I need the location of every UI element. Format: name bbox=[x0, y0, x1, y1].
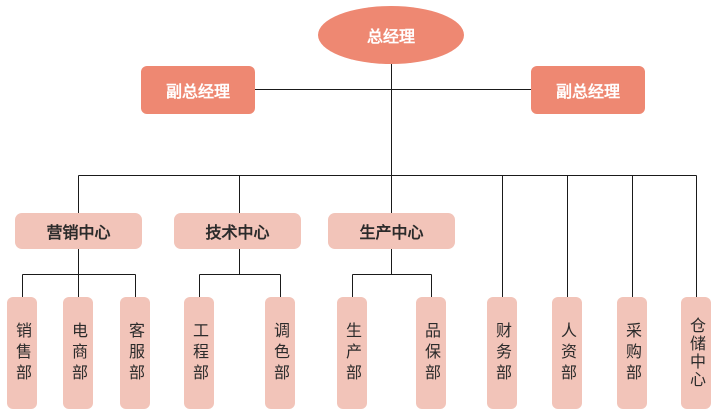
ecommerce-dept-node: 电商部 bbox=[63, 297, 93, 409]
hr-dept-node: 人资部 bbox=[552, 297, 582, 409]
technology-center-node: 技术中心 bbox=[174, 213, 301, 249]
vice-manager-right-node: 副总经理 bbox=[531, 66, 645, 114]
marketing-center-node: 营销中心 bbox=[15, 213, 142, 249]
purchasing-dept-node: 采购部 bbox=[617, 297, 647, 409]
finance-dept-node: 财务部 bbox=[487, 297, 517, 409]
general-manager-node: 总经理 bbox=[318, 6, 464, 64]
sales-dept-node: 销售部 bbox=[7, 297, 37, 409]
customer-service-dept-node: 客服部 bbox=[120, 297, 150, 409]
engineering-dept-node: 工程部 bbox=[184, 297, 214, 409]
production-dept-node: 生产部 bbox=[337, 297, 367, 409]
warehouse-center-node: 仓储中心 bbox=[681, 297, 711, 409]
production-center-node: 生产中心 bbox=[328, 213, 455, 249]
quality-dept-node: 品保部 bbox=[416, 297, 446, 409]
vice-manager-left-node: 副总经理 bbox=[141, 66, 255, 114]
color-dept-node: 调色部 bbox=[265, 297, 295, 409]
